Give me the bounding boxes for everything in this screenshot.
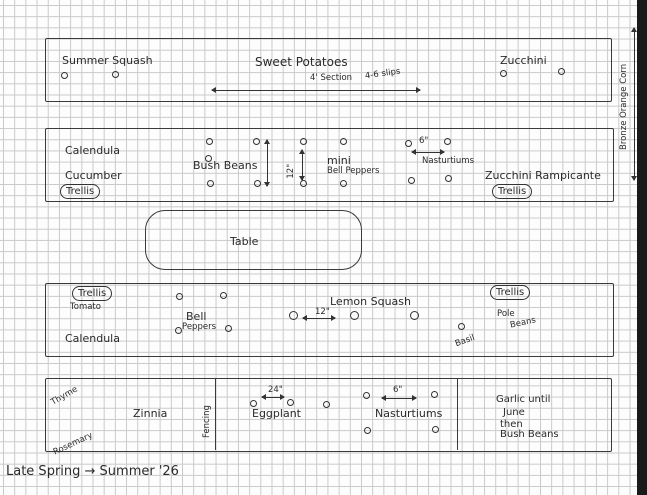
label-fencing: Fencing [202, 405, 212, 438]
garden-bed-3 [45, 283, 614, 357]
plant-marker [340, 138, 347, 145]
label-spacing-6: 6" [393, 385, 403, 395]
nasturtium-spacing-arrow [411, 149, 445, 155]
plant-marker [225, 325, 232, 332]
label-june: June [503, 407, 525, 418]
label-spacing-12: 12" [286, 163, 297, 179]
label-zinnia: Zinnia [133, 407, 168, 420]
plant-marker [220, 292, 227, 299]
label-then: then [500, 419, 523, 430]
label-calendula: Calendula [65, 144, 120, 157]
label-bell: Bell [186, 310, 207, 323]
label-zucchini-rampicante: Zucchini Rampicante [485, 169, 601, 182]
label-bush-beans: Bush Beans [500, 429, 559, 440]
plant-marker [444, 138, 451, 145]
table-shape [145, 210, 362, 270]
label-section: 4' Section [310, 73, 353, 83]
plant-marker [300, 180, 307, 187]
label-peppers: Peppers [182, 322, 216, 332]
trellis-badge: Trellis [60, 184, 101, 199]
plant-marker [205, 155, 212, 162]
plant-marker [323, 401, 330, 408]
plant-marker [207, 180, 214, 187]
label-lemon-squash: Lemon Squash [330, 295, 411, 308]
plant-marker [408, 177, 415, 184]
corn-row-arrow [631, 27, 637, 181]
plant-marker [431, 391, 438, 398]
plant-marker [289, 311, 298, 320]
label-spacing-12: 12" [315, 307, 330, 317]
scan-edge [637, 0, 647, 495]
plant-marker [287, 399, 294, 406]
fencing-divider [215, 378, 216, 450]
plant-marker [432, 426, 439, 433]
plant-marker [350, 311, 359, 320]
label-sweet-potatoes: Sweet Potatoes [255, 55, 348, 69]
plant-marker [558, 68, 565, 75]
bush-beans-spacing-arrow [264, 139, 270, 187]
nasturtium-spacing-arrow [381, 395, 417, 401]
plant-marker [206, 138, 213, 145]
label-cucumber: Cucumber [65, 169, 122, 182]
garden-bed-1 [45, 38, 612, 102]
plant-marker [405, 140, 412, 147]
plant-marker [254, 180, 261, 187]
trellis-badge: Trellis [492, 184, 533, 199]
plant-marker [500, 70, 507, 77]
plant-marker [410, 311, 419, 320]
plant-marker [250, 400, 257, 407]
label-table: Table [230, 235, 259, 248]
label-pole: Pole [497, 309, 515, 319]
label-mini: mini [327, 154, 351, 167]
label-nasturtiums: Nasturtiums [375, 407, 443, 420]
trellis-badge: Trellis [72, 286, 113, 301]
label-bush-beans: Bush Beans [193, 159, 258, 172]
label-tomato: Tomato [70, 302, 101, 312]
trellis-badge: Trellis [490, 285, 531, 300]
label-spacing-6: 6" [419, 136, 429, 146]
plan-caption: Late Spring → Summer '26 [6, 464, 179, 479]
plant-marker [364, 427, 371, 434]
plant-marker [176, 293, 183, 300]
label-summer-squash: Summer Squash [62, 54, 153, 67]
bed-divider [457, 378, 458, 450]
plant-marker [458, 323, 465, 330]
garden-bed-2 [45, 128, 614, 202]
plant-marker [175, 327, 182, 334]
label-nasturtiums: Nasturtiums [422, 156, 475, 166]
label-spacing-24: 24" [268, 385, 283, 395]
plant-marker [363, 392, 370, 399]
plant-marker [300, 138, 307, 145]
label-eggplant: Eggplant [252, 407, 301, 420]
eggplant-spacing-arrow [261, 394, 285, 400]
plant-marker [445, 175, 452, 182]
plant-marker [112, 71, 119, 78]
section-length-arrow [211, 87, 421, 93]
label-garlic-until: Garlic until [496, 394, 551, 405]
plant-marker [340, 180, 347, 187]
plant-marker [253, 138, 260, 145]
label-bronze-orange-corn: Bronze Orange Corn [619, 63, 629, 150]
label-mini-bell-peppers: Bell Peppers [327, 166, 380, 176]
garden-bed-4 [45, 378, 612, 452]
plant-marker [61, 72, 68, 79]
label-calendula: Calendula [65, 332, 120, 345]
pepper-spacing-arrow [299, 149, 305, 181]
label-zucchini: Zucchini [500, 54, 547, 67]
squash-spacing-arrow [302, 315, 336, 321]
